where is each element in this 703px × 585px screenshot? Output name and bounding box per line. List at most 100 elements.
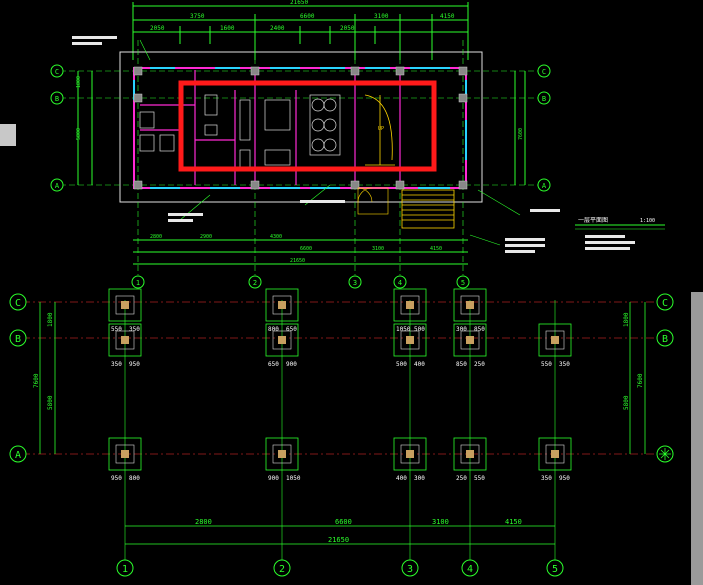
- footing-dim-label: 950: [129, 361, 140, 368]
- foundation-plan: C B A C B 1 2 3 4 5 1800 5800: [9, 288, 674, 577]
- plan-columns: [133, 66, 468, 190]
- f-bottom-dim-3: 3100: [432, 518, 449, 526]
- f-axis-3: 3: [407, 564, 413, 575]
- plan-bottom-dim-5: 3100: [372, 246, 384, 252]
- f-right-dim-5800: 5800: [623, 395, 630, 410]
- top-total-dim: 21650: [290, 0, 308, 6]
- windows: [133, 67, 467, 189]
- f-axis-4: 4: [467, 564, 473, 575]
- side-dim-7600: 7600: [518, 128, 524, 140]
- foundation-side-dim-texts: 1800 5800 7600 1800 5800 7600: [33, 312, 644, 410]
- red-selection-box[interactable]: [178, 80, 437, 172]
- top-dim-5: 2050: [150, 25, 165, 32]
- plan-bottom-dim-2: 2900: [200, 234, 212, 240]
- footing: [108, 323, 142, 357]
- axis-bubble: [248, 275, 262, 289]
- footing-pedestal: [272, 444, 292, 464]
- footing-dim-label: 900: [268, 475, 279, 482]
- axis-label-4: 4: [398, 279, 402, 287]
- footing: [453, 288, 487, 322]
- footing-dim-label: 300: [456, 326, 467, 333]
- axis-bubble: [456, 275, 470, 289]
- top-dim-3: 3100: [374, 13, 389, 20]
- foundation-axis-labels: C B A C B 1 2 3 4 5: [15, 298, 668, 575]
- plan-bottom-dim-3: 4300: [270, 234, 282, 240]
- f-axis-c-right: C: [662, 298, 668, 309]
- axis-label-3: 3: [353, 279, 357, 287]
- plan-bottom-dims: [133, 239, 468, 265]
- doors: [357, 187, 389, 215]
- plan-bottom-dim-1: 2800: [150, 234, 162, 240]
- axis-label-c-left: C: [55, 68, 59, 76]
- axis-bubble: [50, 91, 64, 105]
- footing-column: [551, 450, 559, 458]
- axis-bubble: [537, 64, 551, 78]
- north-arrow-icon: [659, 448, 671, 460]
- footing: [538, 437, 572, 471]
- footing-column: [121, 301, 129, 309]
- f-axis-2: 2: [279, 564, 285, 575]
- footing-dim-label: 550: [474, 475, 485, 482]
- plan-bottom-dim-4: 6600: [300, 246, 312, 252]
- footing: [265, 323, 299, 357]
- footing-column: [278, 336, 286, 344]
- footing-pedestal: [545, 330, 565, 350]
- axis-bubble: [9, 293, 27, 311]
- footing-pedestal: [272, 330, 292, 350]
- axis-label-a-left: A: [55, 182, 60, 190]
- side-dim-1800: 1800: [76, 76, 82, 88]
- plan-side-dim-texts: 1800 5800 7600: [76, 76, 524, 140]
- footing-dim-label: 300: [414, 475, 425, 482]
- f-axis-a-left: A: [15, 450, 21, 461]
- axis-bubble: [50, 64, 64, 78]
- footing-dim-label: 900: [286, 361, 297, 368]
- footing: [393, 323, 427, 357]
- f-axis-b-left: B: [15, 334, 21, 345]
- footing-column: [278, 301, 286, 309]
- footing-pedestal: [545, 444, 565, 464]
- top-dim-8: 2050: [340, 25, 355, 32]
- footing-column: [406, 301, 414, 309]
- axis-label-a-right: A: [542, 182, 547, 190]
- footing-pedestal: [400, 295, 420, 315]
- footing-column: [466, 336, 474, 344]
- axis-bubble: [656, 293, 674, 311]
- axis-label-2: 2: [253, 279, 257, 287]
- axis-label-b-left: B: [55, 95, 59, 103]
- vertical-scrollbar[interactable]: [691, 292, 703, 585]
- foundation-bottom-dims: [125, 525, 555, 545]
- f-right-dim-1800: 1800: [623, 312, 630, 327]
- leader-note-marks: [72, 36, 560, 253]
- axis-bubble: [50, 178, 64, 192]
- axis-bubble: [9, 329, 27, 347]
- footing-dim-label: 500: [414, 326, 425, 333]
- axis-bubble: [393, 275, 407, 289]
- side-dim-5800: 5800: [76, 128, 82, 140]
- interior-walls: [140, 70, 401, 185]
- f-left-dim-5800: 5800: [47, 395, 54, 410]
- f-bottom-dim-2: 6600: [335, 518, 352, 526]
- footing: [393, 288, 427, 322]
- f-axis-1: 1: [122, 564, 128, 575]
- footing-dim-label: 850: [474, 326, 485, 333]
- axis-label-b-right: B: [542, 95, 546, 103]
- footing-column: [121, 336, 129, 344]
- foundation-axis-lines: [22, 301, 665, 455]
- footing-column: [466, 450, 474, 458]
- axis-bubble: [656, 329, 674, 347]
- footing-column: [551, 336, 559, 344]
- footing-pedestal: [115, 330, 135, 350]
- footing: [108, 437, 142, 471]
- footing: [453, 323, 487, 357]
- footing-dim-label: 350: [111, 361, 122, 368]
- side-panel-tab[interactable]: [0, 124, 16, 146]
- top-dim-4: 4150: [440, 13, 455, 20]
- furniture: [139, 94, 341, 171]
- foundation-bottom-dim-texts: 2800 6600 3100 4150 21650: [195, 518, 522, 544]
- top-dim-6: 1600: [220, 25, 235, 32]
- footing-dim-label: 350: [541, 475, 552, 482]
- footing-column: [406, 336, 414, 344]
